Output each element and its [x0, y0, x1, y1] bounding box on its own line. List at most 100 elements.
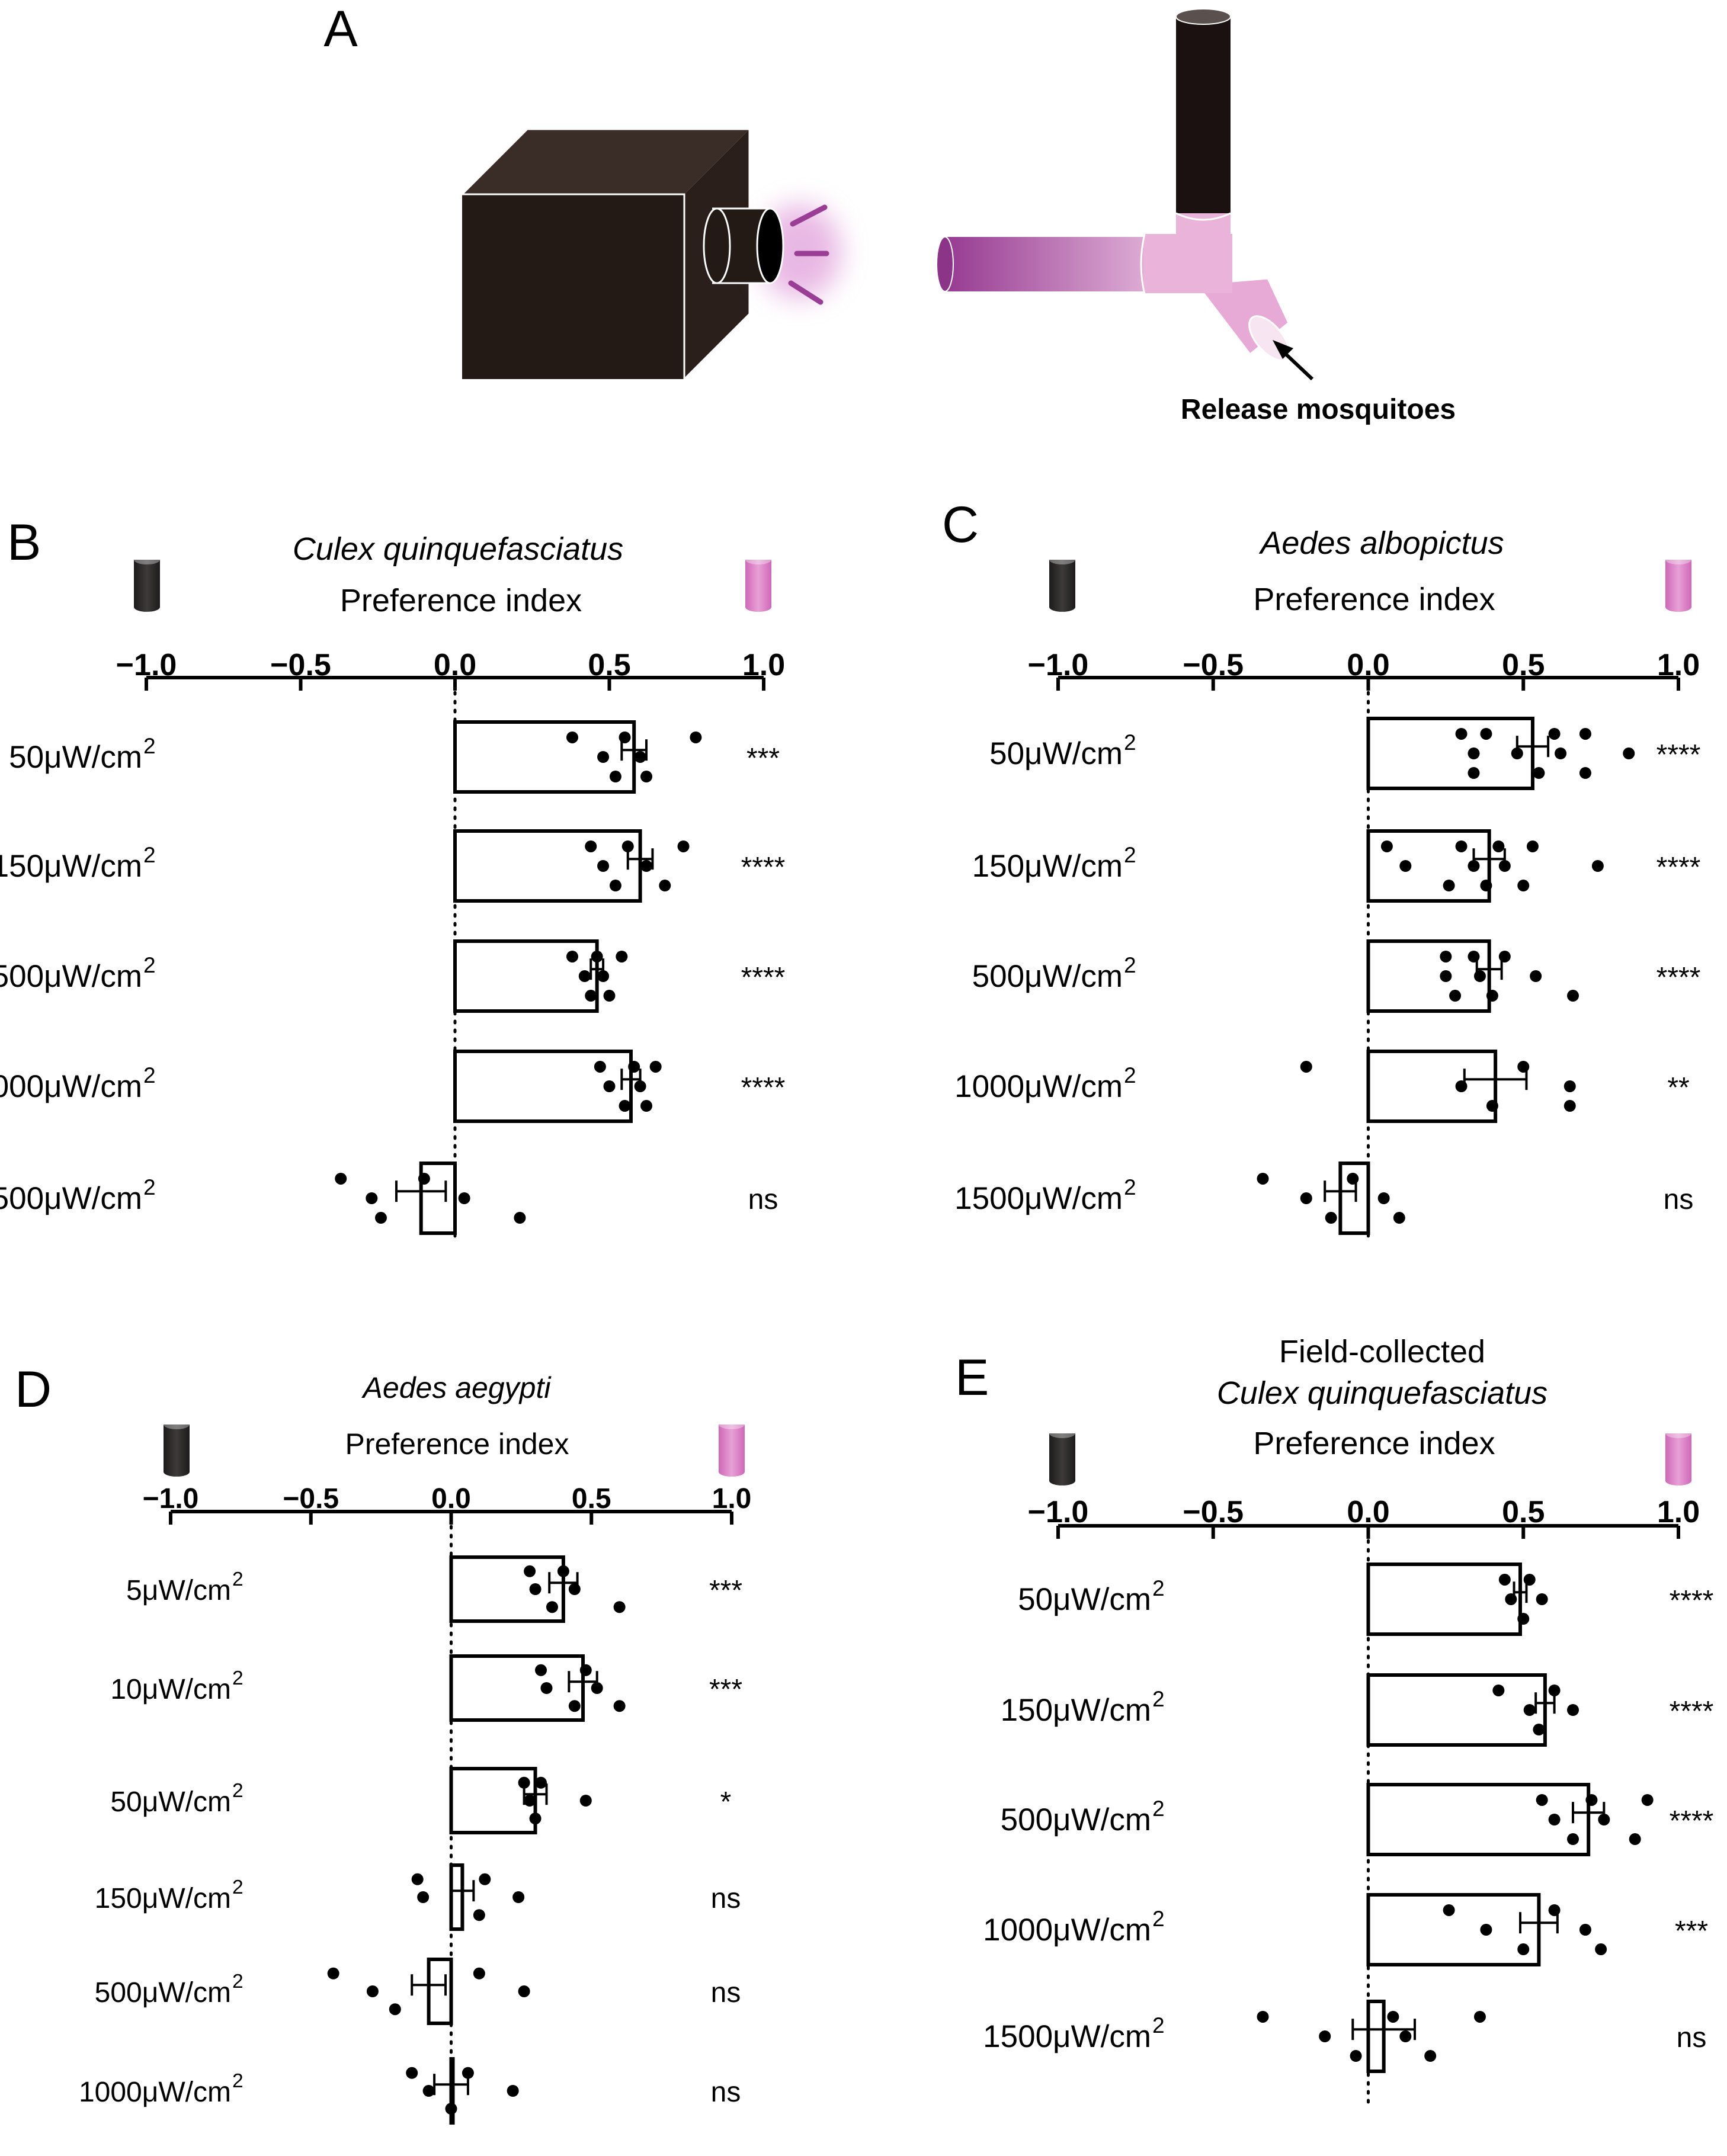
data-point: [1555, 747, 1567, 759]
data-point: [640, 860, 653, 872]
right-arm-cylinder-icon-bottom: [719, 1467, 745, 1477]
significance-label: ***: [709, 1575, 742, 1606]
data-point: [1325, 1212, 1337, 1224]
data-point: [566, 950, 578, 962]
data-point: [1387, 2010, 1399, 2023]
significance-label: ****: [1656, 739, 1701, 771]
data-point: [1449, 990, 1462, 1002]
data-point: [603, 990, 616, 1002]
category-label-exponent: 2: [1124, 730, 1136, 755]
category-label: 50μW/cm: [110, 1786, 231, 1818]
right-arm-cylinder-icon-bottom: [1665, 1476, 1691, 1486]
data-point: [445, 2103, 457, 2115]
data-point: [1468, 860, 1480, 872]
category-label-exponent: 2: [1124, 952, 1136, 977]
bar: [1366, 1783, 1591, 1856]
left-arm-cylinder-icon-top: [134, 555, 160, 564]
data-point: [1443, 880, 1455, 892]
category-label: 5μW/cm: [126, 1575, 231, 1606]
left-arm-cylinder-icon-bottom: [134, 602, 160, 612]
data-point: [1517, 1613, 1530, 1625]
data-point: [524, 1565, 536, 1577]
bar: [449, 1863, 464, 1931]
bar: [1366, 2000, 1386, 2073]
chart-title: Culex quinquefasciatus: [293, 531, 623, 567]
left-arm-cylinder-icon: [1049, 1429, 1075, 1486]
category-label: 500μW/cm: [972, 959, 1123, 994]
panel-letter: B: [7, 514, 41, 571]
bar: [449, 2057, 455, 2125]
significance-label: ***: [746, 743, 780, 774]
data-point: [1536, 1593, 1548, 1605]
data-point: [366, 1985, 379, 1997]
category-label-exponent: 2: [232, 1667, 243, 1689]
data-point: [597, 860, 610, 872]
significance-label: ****: [741, 1072, 786, 1103]
data-point: [1523, 1573, 1536, 1586]
data-point: [1480, 1924, 1492, 1936]
category-label-exponent: 2: [1152, 1686, 1165, 1711]
x-tick-label: −0.5: [1183, 1495, 1244, 1529]
x-tick-label: −1.0: [1028, 648, 1089, 682]
data-point: [1300, 1060, 1312, 1073]
data-point: [1585, 1794, 1598, 1806]
data-point: [1579, 767, 1591, 779]
right-arm-cylinder-icon: [1665, 555, 1691, 612]
data-point: [518, 1985, 530, 1997]
data-point: [1424, 2050, 1437, 2062]
data-point: [1319, 2030, 1331, 2042]
left-arm-cylinder-icon: [134, 555, 160, 612]
category-label: 500μW/cm: [95, 1977, 231, 2009]
right-arm-cylinder-icon: [1665, 1429, 1691, 1486]
left-arm-cylinder-icon-bottom: [164, 1467, 190, 1477]
x-tick-label: 0.5: [1502, 1495, 1545, 1529]
data-point: [1548, 1814, 1561, 1825]
data-point: [1440, 950, 1452, 962]
x-tick-label: −1.0: [1028, 1495, 1089, 1529]
significance-label: ****: [1656, 852, 1701, 883]
data-point: [1567, 1833, 1579, 1846]
bar: [1366, 1893, 1541, 1966]
data-point: [597, 751, 610, 763]
data-point: [479, 1873, 491, 1885]
left-arm-cylinder-icon-bottom: [1049, 602, 1075, 612]
data-point: [1480, 727, 1492, 740]
axis-label-x: Preference index: [340, 583, 582, 618]
category-label: 150μW/cm: [1001, 1693, 1151, 1728]
category-label-exponent: 2: [232, 1876, 243, 1898]
data-point: [594, 1060, 606, 1073]
data-point: [1498, 950, 1511, 962]
significance-label: ns: [711, 1883, 741, 1914]
data-point: [1517, 1060, 1530, 1073]
data-point: [1443, 1904, 1455, 1916]
data-point: [613, 1700, 626, 1712]
category-label: 500μW/cm: [1001, 1802, 1151, 1837]
right-arm-cylinder-icon-top: [745, 555, 771, 564]
category-label-exponent: 2: [1152, 1906, 1165, 1931]
x-tick-label: 1.0: [742, 648, 785, 682]
data-point: [603, 1080, 616, 1092]
category-label: 1000μW/cm: [954, 1069, 1123, 1104]
data-point: [591, 1682, 603, 1694]
data-point: [462, 2067, 474, 2079]
data-point: [1641, 1794, 1654, 1806]
data-point: [1533, 1724, 1545, 1736]
significance-label: ns: [748, 1184, 778, 1215]
data-point: [1498, 1573, 1511, 1586]
right-arm-cylinder-icon-body: [719, 1424, 745, 1472]
data-point: [1548, 1684, 1561, 1696]
x-tick-label: −0.5: [270, 648, 331, 682]
data-point: [1526, 840, 1539, 852]
bar: [453, 1050, 633, 1123]
significance-label: ****: [741, 852, 786, 883]
release-mosquitoes-label: Release mosquitoes: [1181, 394, 1456, 425]
x-tick-label: 1.0: [712, 1483, 752, 1515]
data-point: [1480, 880, 1492, 892]
panel-letter: C: [942, 496, 979, 553]
data-point: [1473, 970, 1486, 982]
data-point: [422, 2085, 435, 2097]
x-tick-label: −1.0: [116, 648, 177, 682]
category-label-exponent: 2: [232, 2070, 243, 2092]
